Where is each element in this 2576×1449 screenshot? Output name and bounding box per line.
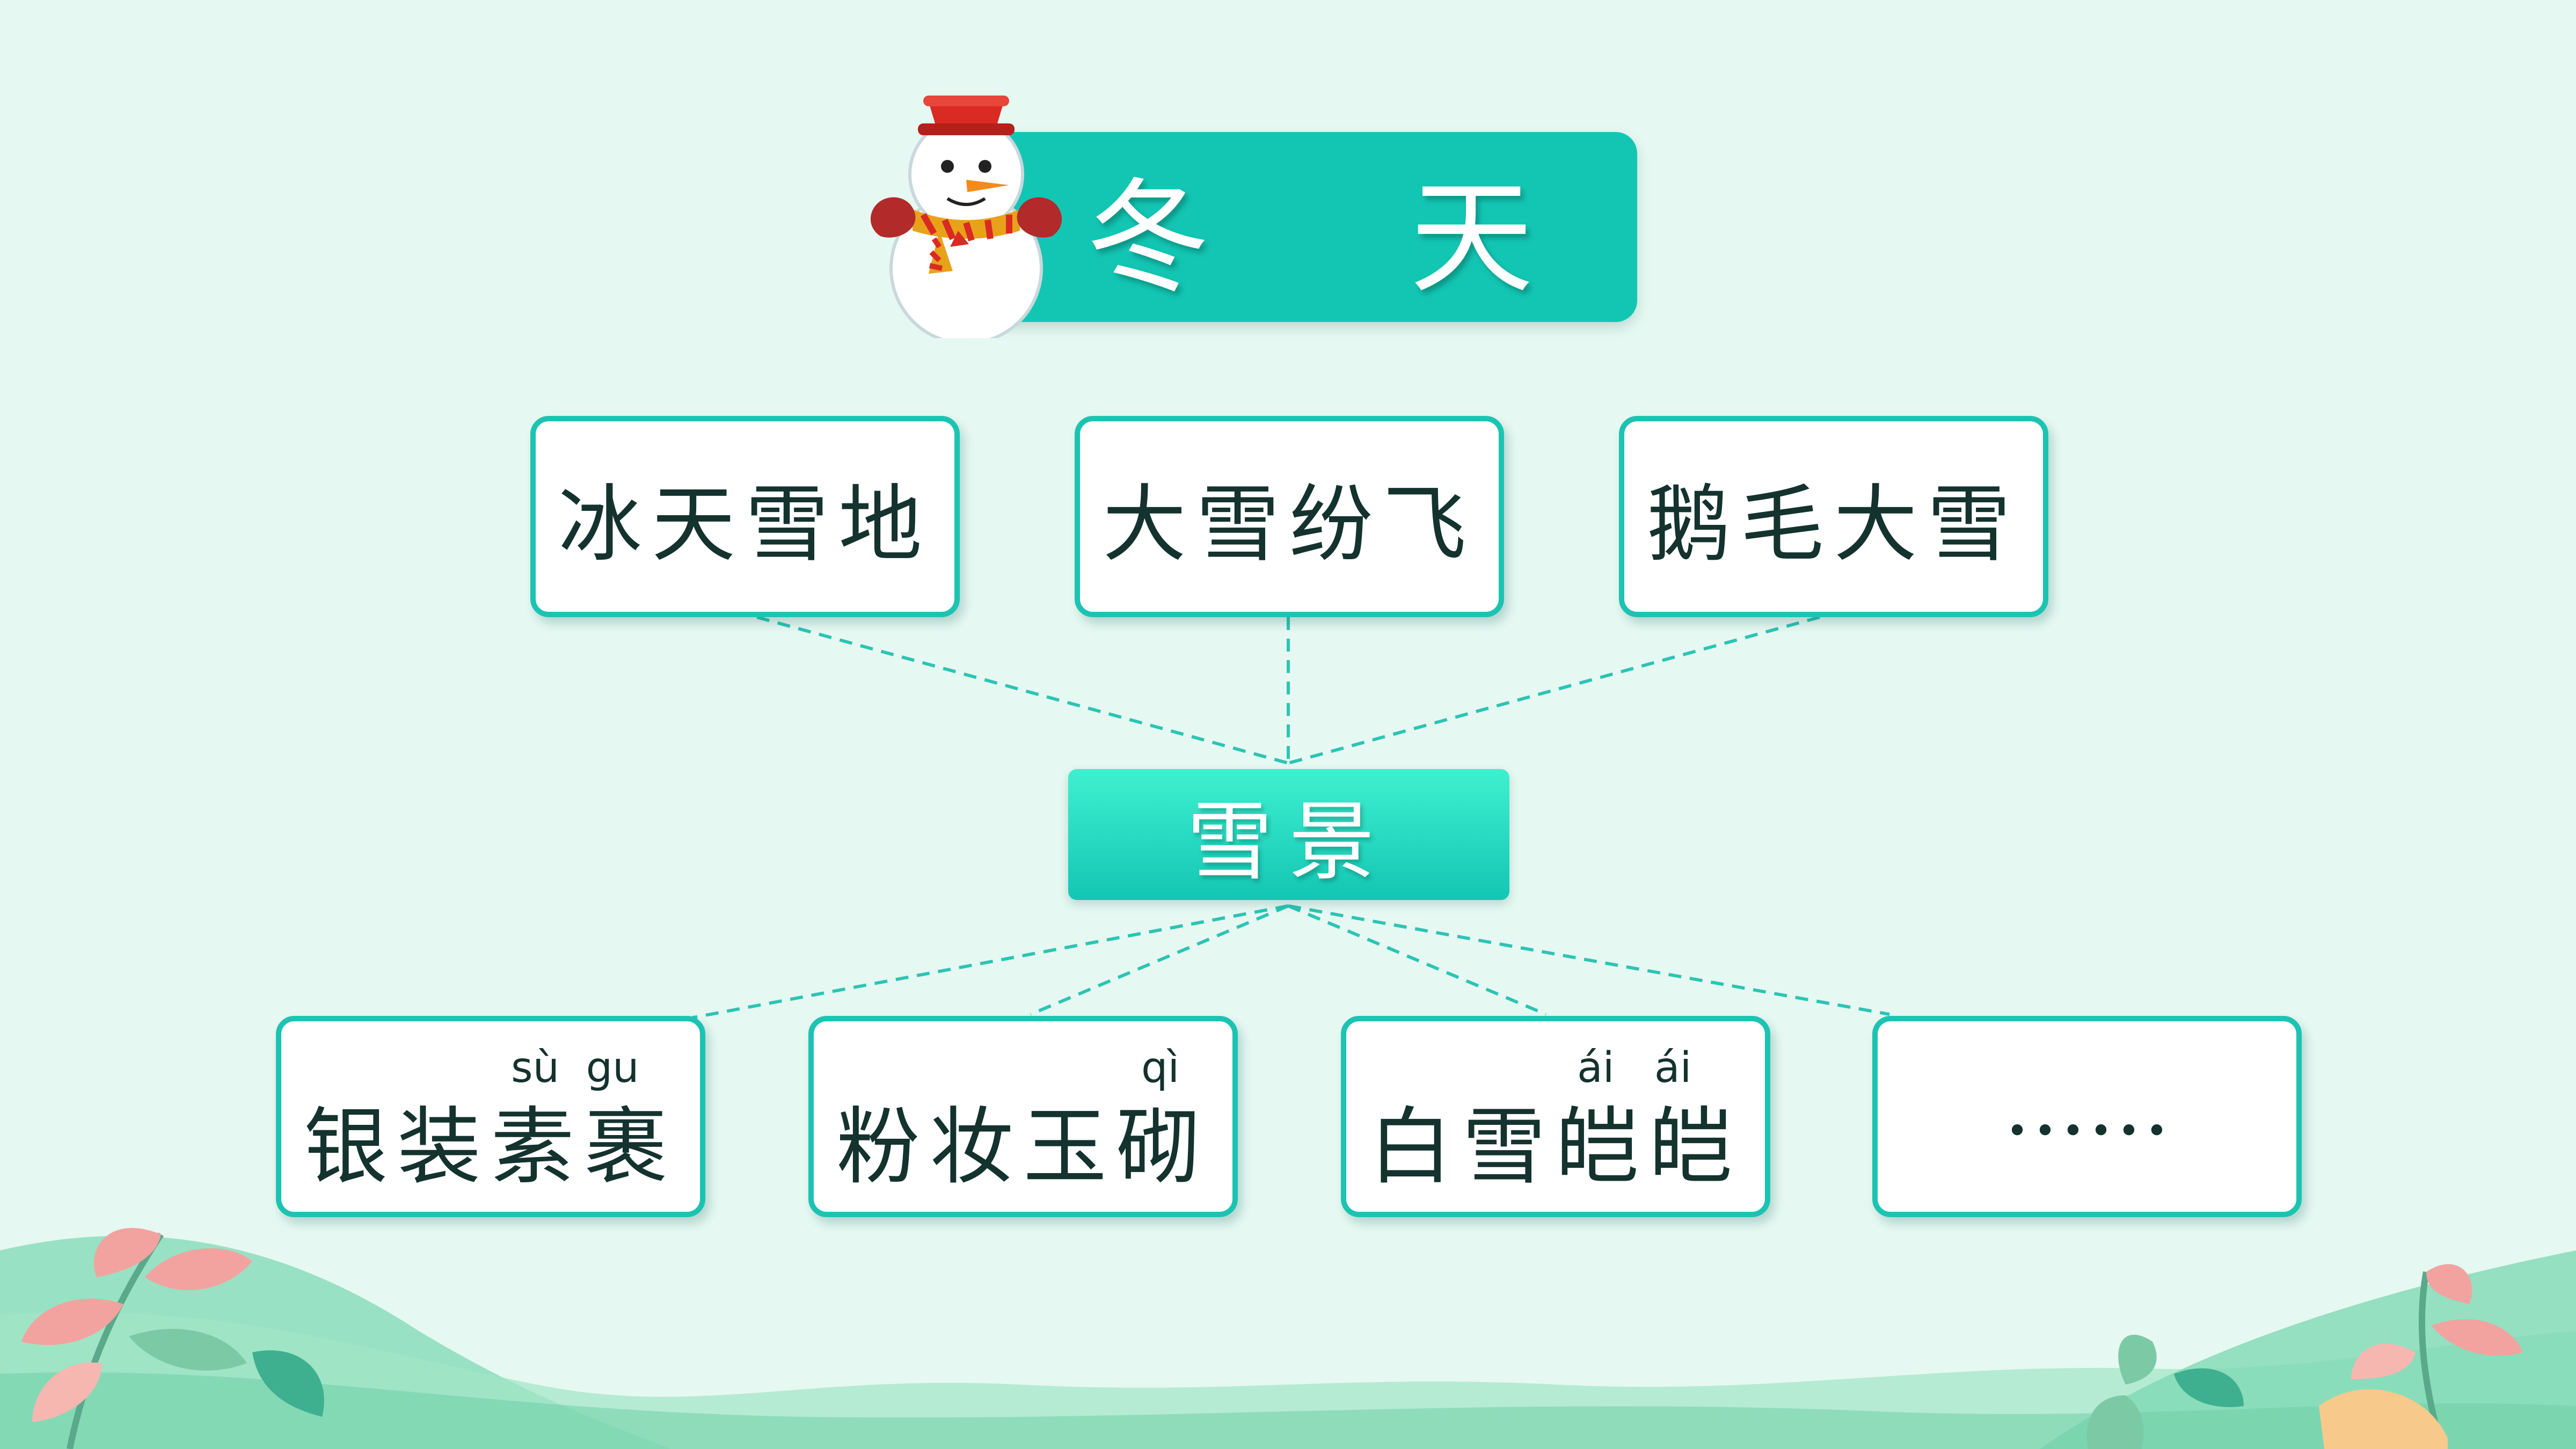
word-card-label: 银装素裹 bbox=[304, 1098, 677, 1196]
title-banner bbox=[961, 132, 1637, 322]
word-card-label: 白雪皑皑 bbox=[1369, 1098, 1742, 1196]
word-card-label: 大雪纷飞 bbox=[1103, 475, 1476, 573]
page-title: 冬 天 bbox=[1086, 166, 1614, 310]
word-card-daxuefenfei: 大雪纷飞 bbox=[1075, 416, 1504, 617]
pinyin-annotation: sù gu bbox=[511, 1044, 639, 1092]
pinyin-annotation: qì bbox=[1141, 1044, 1180, 1092]
leaf-decoration-icon bbox=[2086, 1264, 2523, 1449]
word-card-bingtianxuedi: 冰天雪地 bbox=[530, 416, 960, 617]
center-topic-label: 雪景 bbox=[1186, 792, 1391, 892]
center-topic-box bbox=[1068, 769, 1509, 900]
snowman-icon bbox=[870, 96, 1062, 338]
word-card-ellipsis: …… bbox=[1872, 1016, 2302, 1217]
word-card-emaodaxue: 鹅毛大雪 bbox=[1619, 416, 2048, 617]
word-card-label: …… bbox=[2003, 1056, 2171, 1154]
word-card-fenzhuangyuqi: qì 粉妆玉砌 bbox=[808, 1016, 1238, 1217]
word-card-label: 鹅毛大雪 bbox=[1647, 475, 2020, 573]
word-card-label: 冰天雪地 bbox=[558, 475, 932, 573]
word-card-label: 粉妆玉砌 bbox=[836, 1098, 1210, 1196]
word-card-yinzhuangsuguo: sù gu 银装素裹 bbox=[276, 1016, 705, 1217]
leaf-decoration-icon bbox=[21, 1228, 324, 1449]
word-card-baixueaiai: ái ái 白雪皑皑 bbox=[1341, 1016, 1770, 1217]
pinyin-annotation: ái ái bbox=[1577, 1044, 1692, 1092]
